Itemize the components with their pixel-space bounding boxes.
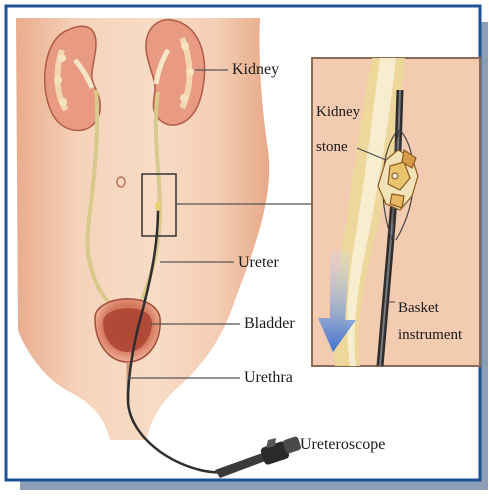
label-bladder: Bladder [244, 315, 295, 333]
label-kidney-stone-line2: stone [316, 139, 348, 156]
label-kidney: Kidney [232, 61, 279, 79]
label-basket-line1: Basket [398, 300, 439, 317]
stone-in-body [155, 201, 161, 211]
label-basket-line2: instrument [398, 327, 462, 344]
label-ureter: Ureter [238, 254, 279, 272]
label-urethra: Urethra [244, 369, 293, 387]
label-ureteroscope: Ureteroscope [300, 436, 385, 454]
left-kidney [45, 26, 101, 130]
label-kidney-stone-line1: Kidney [316, 104, 360, 121]
